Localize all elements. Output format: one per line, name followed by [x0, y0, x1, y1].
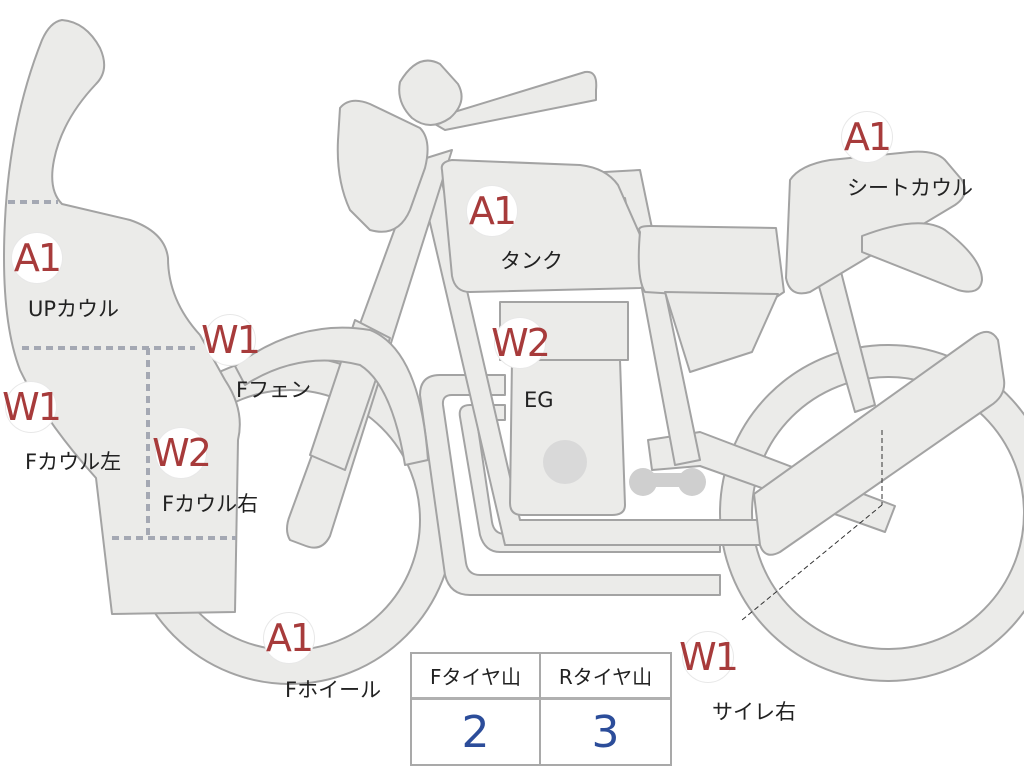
rear-tire-header: Rタイヤ山: [541, 654, 670, 700]
silencer-right-code[interactable]: W1: [679, 632, 739, 682]
handlebar: [427, 70, 598, 131]
tank-label: タンク: [500, 249, 563, 273]
seat: [637, 225, 785, 301]
handlebar-grip: [398, 59, 463, 126]
front-tire-header: Fタイヤ山: [412, 654, 541, 700]
f-wheel-code[interactable]: A1: [264, 613, 314, 663]
seat-cowl-label: シートカウル: [847, 176, 973, 200]
silencer-leader-diagonal: [741, 504, 883, 621]
tire-tread-table: Fタイヤ山 Rタイヤ山 2 3: [410, 652, 672, 766]
silencer: [753, 330, 1006, 556]
exhaust-pipe: [419, 374, 721, 596]
up-cowl-code[interactable]: A1: [12, 233, 62, 283]
front-tire-value[interactable]: 2: [412, 700, 541, 764]
f-fender-label: Fフェン: [236, 378, 312, 402]
silencer-right-label: サイレ右: [712, 700, 796, 724]
f-wheel-label: Fホイール: [285, 678, 382, 702]
f-cowl-left-code[interactable]: W1: [2, 382, 62, 432]
engine-label: EG: [524, 388, 554, 412]
f-cowl-right-code[interactable]: W2: [152, 428, 212, 478]
headlight: [336, 99, 429, 233]
seat-cowl-tail: [861, 222, 983, 293]
tank-code[interactable]: A1: [467, 186, 517, 236]
front-fender: [234, 326, 429, 466]
rear-tire-value[interactable]: 3: [591, 706, 620, 758]
up-cowl-label: UPカウル: [28, 297, 120, 321]
seat-cowl-code[interactable]: A1: [842, 112, 892, 162]
f-cowl-right-label: Fカウル右: [162, 492, 259, 516]
engine-code[interactable]: W2: [491, 318, 551, 368]
f-cowl-left-label: Fカウル左: [25, 450, 122, 474]
f-fender-code[interactable]: W1: [201, 315, 261, 365]
side-cover: [664, 291, 779, 373]
seat-cowl: [785, 150, 966, 295]
